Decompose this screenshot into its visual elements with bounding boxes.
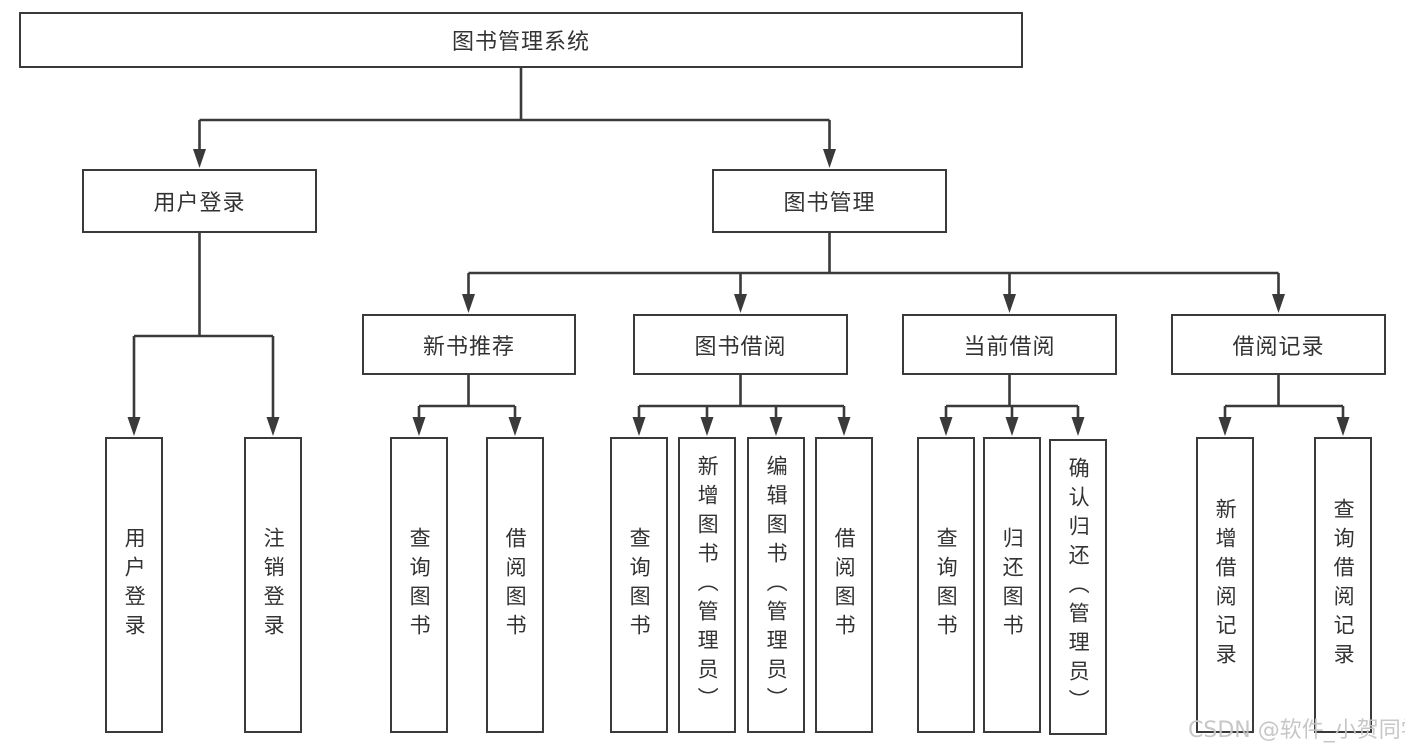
leaf-return-book-label: 归还图书 xyxy=(1000,527,1025,643)
node-book-management: 图书管理 xyxy=(712,169,947,233)
leaf-query-books-1-label: 查询图书 xyxy=(407,527,432,643)
node-book-borrowing-label: 图书借阅 xyxy=(694,334,787,360)
leaf-query-books-3: 查询图书 xyxy=(917,437,975,733)
arrowheads xyxy=(127,149,1350,436)
leaf-query-books-2: 查询图书 xyxy=(610,437,668,733)
node-new-book-recommend-label: 新书推荐 xyxy=(422,334,515,360)
node-user-login: 用户登录 xyxy=(82,169,317,233)
leaf-borrow-books-1-label: 借阅图书 xyxy=(503,527,528,643)
leaf-add-book-admin: 新增图书（管理员） xyxy=(678,437,736,733)
leaf-edit-book-admin: 编辑图书（管理员） xyxy=(747,437,805,733)
leaf-add-book-admin-label: 新增图书（管理员） xyxy=(695,454,720,716)
node-root-label: 图书管理系统 xyxy=(451,30,590,55)
node-current-borrowing: 当前借阅 xyxy=(902,314,1117,375)
leaf-confirm-return-admin-label: 确认归还（管理员） xyxy=(1066,456,1091,718)
node-new-book-recommend: 新书推荐 xyxy=(362,314,576,375)
leaf-confirm-return-admin: 确认归还（管理员） xyxy=(1049,439,1107,735)
node-current-borrowing-label: 当前借阅 xyxy=(963,334,1056,360)
leaf-user-login: 用户登录 xyxy=(105,437,163,733)
node-borrowing-records-label: 借阅记录 xyxy=(1232,334,1325,360)
leaf-query-books-3-label: 查询图书 xyxy=(934,527,959,643)
leaf-borrow-books-2: 借阅图书 xyxy=(815,437,873,733)
node-user-login-label: 用户登录 xyxy=(153,191,246,216)
leaf-add-borrow-record-label: 新增借阅记录 xyxy=(1213,498,1238,672)
leaf-user-login-label: 用户登录 xyxy=(122,527,147,643)
leaf-query-books-2-label: 查询图书 xyxy=(627,527,652,643)
leaf-add-borrow-record: 新增借阅记录 xyxy=(1196,437,1254,733)
leaf-borrow-books-2-label: 借阅图书 xyxy=(832,527,857,643)
node-book-management-label: 图书管理 xyxy=(783,191,876,216)
node-borrowing-records: 借阅记录 xyxy=(1171,314,1386,375)
leaf-logout-label: 注销登录 xyxy=(261,527,286,643)
leaf-borrow-books-1: 借阅图书 xyxy=(486,437,544,733)
leaf-return-book: 归还图书 xyxy=(983,437,1041,733)
leaf-query-borrow-record: 查询借阅记录 xyxy=(1314,437,1372,733)
leaf-query-borrow-record-label: 查询借阅记录 xyxy=(1331,498,1356,672)
leaf-logout: 注销登录 xyxy=(244,437,302,733)
node-root: 图书管理系统 xyxy=(19,12,1023,68)
node-book-borrowing: 图书借阅 xyxy=(633,314,848,375)
leaf-edit-book-admin-label: 编辑图书（管理员） xyxy=(764,454,789,716)
leaf-query-books-1: 查询图书 xyxy=(390,437,448,733)
watermark: CSDN @软件_小贺同学 xyxy=(1188,718,1405,743)
